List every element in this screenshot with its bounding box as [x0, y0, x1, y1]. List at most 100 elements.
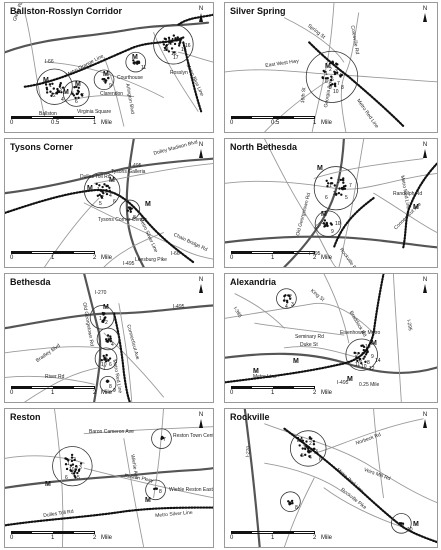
site-number-label: 3	[107, 338, 110, 344]
north-label: N	[198, 412, 204, 418]
map-label: Leesburg Pike	[135, 257, 167, 263]
site-dot	[108, 357, 112, 360]
road-line	[118, 303, 133, 402]
road-line	[24, 367, 100, 402]
site-dot	[153, 487, 156, 491]
site-dot	[109, 335, 112, 338]
metro-station-marker: M	[43, 77, 49, 84]
panel-title: Ballston-Rosslyn Corridor	[10, 6, 123, 16]
map-label: I-270	[95, 290, 107, 296]
map-label: Reston Town Center	[173, 433, 214, 439]
site-dot	[77, 86, 81, 89]
map-canvas	[225, 274, 437, 402]
site-dot	[170, 47, 174, 50]
site-dot	[176, 38, 179, 41]
scale-tick-label: 0	[230, 255, 234, 261]
scale-tick-label: 1	[51, 535, 55, 541]
site-dot	[172, 34, 176, 37]
site-number-label: 18	[163, 47, 169, 53]
site-dot	[301, 447, 304, 450]
site-dot	[357, 352, 360, 355]
site-dot	[108, 189, 111, 193]
road-line	[44, 197, 100, 267]
road-line	[254, 322, 345, 336]
site-dot	[71, 463, 75, 466]
panel-title: North Bethesda	[230, 142, 298, 152]
site-number-label: 8	[159, 489, 162, 495]
site-number-label: 6	[65, 475, 68, 481]
road-line	[5, 346, 100, 354]
site-dot	[362, 348, 366, 352]
scale-tick-label: 1	[271, 390, 275, 396]
station-buffer-circle	[63, 80, 90, 107]
scale-bar-segment	[11, 531, 32, 534]
site-number-label: 17	[173, 55, 179, 61]
site-dot	[339, 74, 342, 77]
scale-tick-label: 1	[271, 255, 275, 261]
site-dot	[107, 359, 110, 362]
map-label: I-66	[45, 59, 54, 65]
site-number-label: 12	[369, 366, 375, 372]
site-number-label: 3	[291, 302, 294, 308]
scale-unit-label: Mile	[101, 120, 113, 126]
site-dot	[322, 222, 326, 225]
panel-title: Reston	[10, 412, 41, 422]
site-number-label: 8	[295, 505, 298, 511]
site-dot	[358, 358, 362, 361]
road-line	[225, 69, 437, 83]
site-dot	[52, 87, 55, 90]
site-number-label: 7	[81, 93, 84, 99]
site-number-label: 1	[303, 445, 306, 451]
station-buffer-circle	[36, 68, 73, 105]
site-number-label: 1	[99, 316, 102, 322]
site-dot	[130, 207, 133, 210]
site-dot	[177, 44, 181, 47]
site-dot	[288, 502, 291, 505]
site-dot	[98, 184, 101, 187]
metro-station-marker: M	[253, 368, 259, 375]
map-label: Baron Cameron Ave	[89, 429, 134, 435]
scale-tick-label: 0	[10, 390, 14, 396]
site-dot	[60, 91, 63, 94]
site-dot	[99, 189, 102, 192]
site-dot	[289, 297, 292, 300]
highway-line	[5, 467, 213, 489]
site-dot	[57, 90, 61, 94]
site-dot	[128, 206, 132, 209]
site-number-label: 16	[185, 43, 191, 49]
site-dot	[79, 462, 83, 465]
site-dot	[73, 86, 76, 89]
station-buffer-circle	[153, 24, 194, 65]
scale-tick-label: 0.5	[51, 120, 60, 126]
site-dot	[306, 447, 310, 450]
site-number-label: 10	[333, 89, 339, 95]
site-dot	[173, 42, 177, 46]
north-arrow-shape	[423, 149, 427, 158]
site-dot	[169, 41, 172, 45]
site-dot	[81, 94, 84, 97]
metro-rail-line	[112, 312, 131, 402]
site-dot	[107, 338, 111, 341]
road-line	[54, 409, 64, 547]
north-label: N	[198, 277, 204, 283]
scale-tick-label: 0	[10, 535, 14, 541]
site-dot	[325, 223, 328, 226]
site-dot	[167, 36, 171, 39]
map-label: Duke St	[300, 342, 318, 348]
metro-station-marker: M	[103, 71, 109, 78]
site-number-label: 2	[289, 294, 292, 300]
site-dot	[71, 92, 74, 95]
site-dot	[172, 51, 176, 54]
map-label: I-495	[173, 304, 185, 310]
road-line	[264, 423, 437, 504]
site-dot	[326, 185, 329, 188]
north-arrow-icon: N	[195, 142, 207, 158]
highway-line	[283, 139, 345, 267]
site-number-label: 10	[69, 467, 75, 473]
site-number-label: 9	[329, 85, 332, 91]
site-dot	[309, 450, 312, 453]
site-number-label: 6	[109, 362, 112, 368]
metro-station-marker: M	[293, 358, 299, 365]
